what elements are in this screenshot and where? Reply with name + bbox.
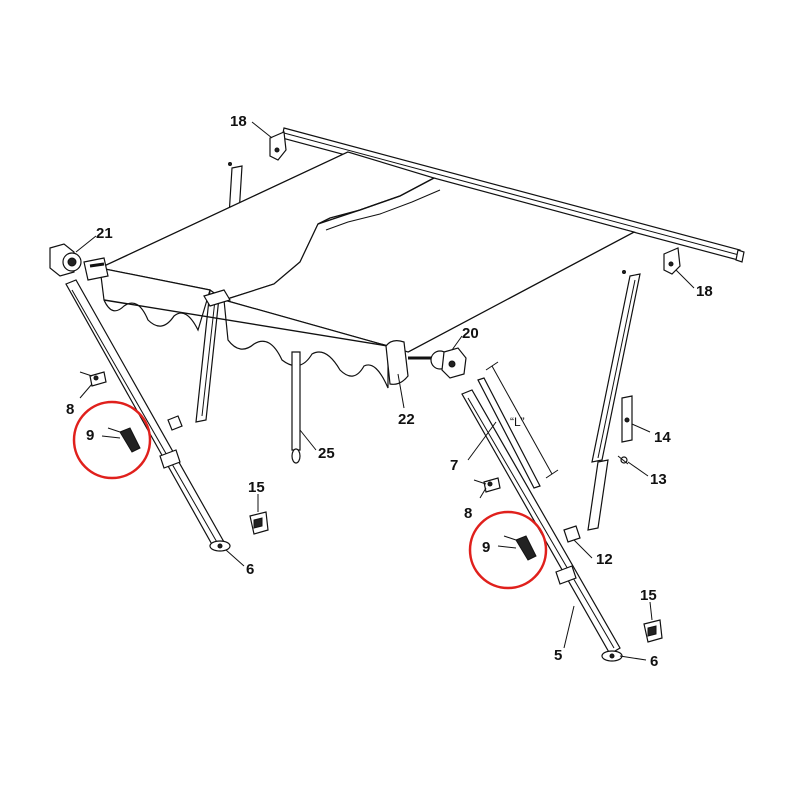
end-cap-left — [49, 243, 82, 277]
callout-15-left: 15 — [248, 479, 265, 496]
callout-5: 5 — [554, 647, 562, 664]
callout-9-right: 9 — [482, 539, 490, 556]
callout-15-right: 15 — [640, 587, 657, 604]
callout-20: 20 — [462, 325, 479, 342]
callout-22: 22 — [398, 411, 415, 428]
callout-18-right: 18 — [696, 283, 713, 300]
end-cap-right — [430, 347, 467, 379]
pull-strap — [291, 351, 301, 464]
callout-14: 14 — [654, 429, 671, 446]
left-adjustment-knob — [107, 427, 141, 453]
right-rear-rafter — [587, 270, 641, 531]
left-foot-bracket — [209, 540, 231, 552]
callout-12: 12 — [596, 551, 613, 568]
dimension-label-l: “L” — [510, 415, 525, 429]
highlight-circle-left — [72, 400, 152, 480]
callout-6-left: 6 — [246, 561, 254, 578]
right-foot-bracket — [601, 650, 623, 662]
leader-lines — [75, 121, 695, 661]
right-adjustment-knob — [503, 535, 537, 561]
callout-13: 13 — [650, 471, 667, 488]
left-rafter-clip — [167, 415, 183, 431]
callout-18-left: 18 — [230, 113, 247, 130]
right-arm-lever — [473, 477, 501, 493]
rail-bracket-left — [269, 131, 287, 161]
highlight-circle-right — [468, 510, 548, 590]
callout-6-right: 6 — [650, 653, 658, 670]
knob-13 — [617, 455, 629, 465]
roller-tube-left-end — [83, 257, 109, 281]
rafter-arm — [477, 361, 559, 489]
callout-8-left: 8 — [66, 401, 74, 418]
rafter-slide — [621, 395, 633, 443]
canopy-fabric — [98, 151, 636, 389]
callout-25: 25 — [318, 445, 335, 462]
left-arm-lever — [79, 371, 107, 387]
rafter-clip — [563, 525, 581, 543]
callout-21: 21 — [96, 225, 113, 242]
right-main-arm — [461, 389, 621, 655]
left-wall-bracket — [249, 511, 269, 535]
callout-7: 7 — [450, 457, 458, 474]
rail-bracket-right — [663, 247, 681, 275]
right-wall-bracket — [643, 619, 663, 643]
callout-8-right: 8 — [464, 505, 472, 522]
callout-9-left: 9 — [86, 427, 94, 444]
